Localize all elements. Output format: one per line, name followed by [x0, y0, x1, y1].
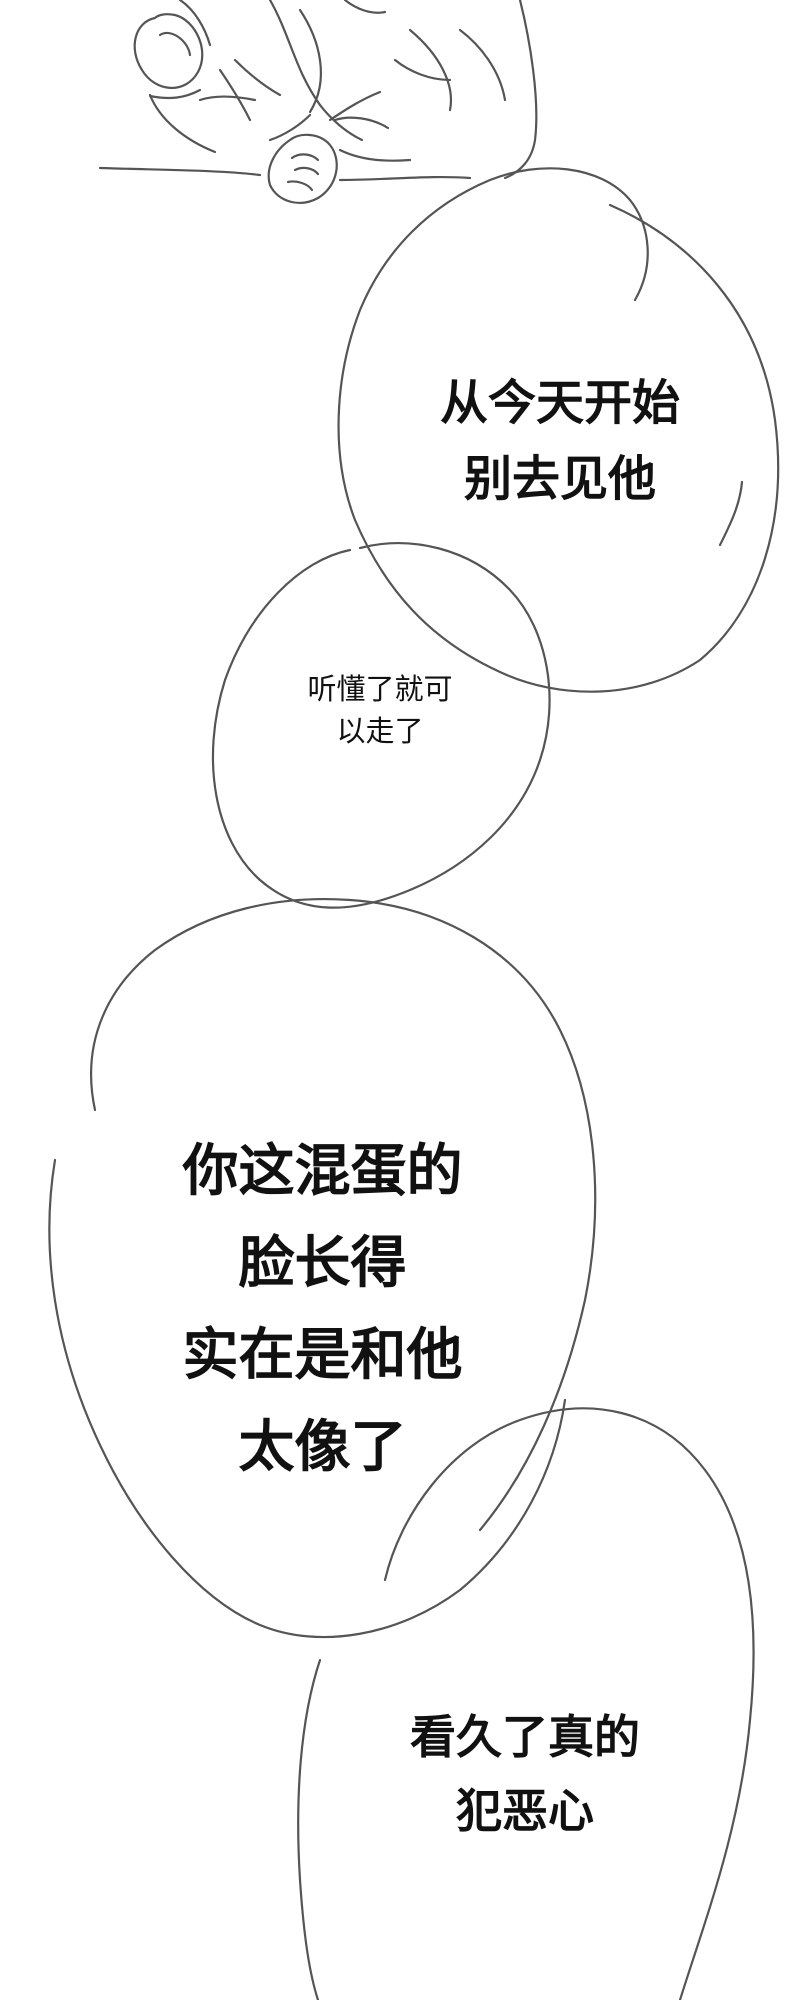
character-sketch — [98, 0, 538, 204]
speech-bubble-3-line-2: 脸长得 — [238, 1231, 407, 1296]
speech-bubble-2: 听懂了就可 以走了 — [255, 668, 505, 752]
speech-bubble-4: 看久了真的 犯恶心 — [365, 1700, 685, 1848]
speech-bubble-2-line-1: 听懂了就可 — [307, 672, 453, 706]
speech-bubble-2-outline — [211, 542, 551, 909]
speech-bubble-1-line-2: 别去见他 — [463, 451, 656, 507]
speech-bubble-1-outline — [337, 167, 780, 693]
speech-bubble-1-line-1: 从今天开始 — [439, 375, 680, 431]
speech-bubble-3-line-4: 太像了 — [238, 1415, 407, 1480]
speech-bubble-2-line-2: 以走了 — [336, 714, 424, 748]
speech-bubble-3-outline — [90, 897, 597, 1532]
speech-bubble-3-line-1: 你这混蛋的 — [182, 1139, 463, 1204]
speech-bubble-4-line-1: 看久了真的 — [410, 1710, 640, 1764]
speech-bubble-3: 你这混蛋的 脸长得 实在是和他 太像了 — [150, 1126, 495, 1494]
speech-bubble-4-line-2: 犯恶心 — [456, 1784, 594, 1838]
speech-bubble-1: 从今天开始 别去见他 — [420, 365, 700, 517]
speech-bubble-3-line-3: 实在是和他 — [182, 1323, 463, 1388]
speech-bubble-4-outline — [383, 1407, 755, 2002]
